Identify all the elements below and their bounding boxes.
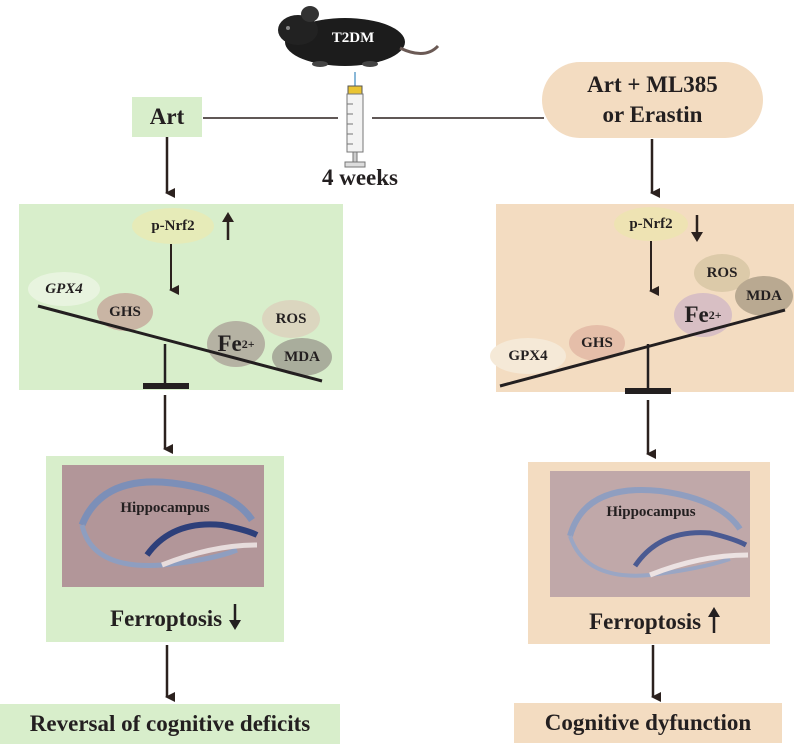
right-nrf2-label: p-Nrf2: [629, 215, 673, 232]
left-outcome-box: Reversal of cognitive deficits: [0, 704, 340, 744]
right-nrf2-oval: p-Nrf2: [614, 207, 688, 241]
right-gpx4-oval: GPX4: [490, 338, 566, 374]
mouse-label: T2DM: [331, 30, 375, 46]
left-ros-oval: ROS: [262, 300, 320, 338]
left-nrf2-oval: p-Nrf2: [132, 208, 214, 244]
left-tissue-label: Hippocampus: [120, 500, 210, 516]
right-hippocampus-image: [550, 471, 750, 597]
left-ros-label: ROS: [275, 310, 307, 327]
left-hippocampus-image: [62, 465, 264, 587]
left-mda-label: MDA: [284, 348, 320, 365]
right-outcome-label: Cognitive dyfunction: [544, 710, 752, 735]
right-ghs-label: GHS: [581, 334, 613, 351]
right-fe-charge: 2+: [708, 307, 722, 322]
left-ferroptosis-label: Ferroptosis: [96, 604, 256, 632]
left-ghs-label: GHS: [109, 303, 141, 320]
right-gpx4-label: GPX4: [508, 347, 548, 364]
left-gpx4-label: GPX4: [45, 280, 83, 297]
right-outcome-box: Cognitive dyfunction: [514, 703, 782, 743]
left-gpx4-oval: GPX4: [28, 272, 100, 306]
duration-label: 4 weeks: [321, 165, 399, 190]
right-ros-label: ROS: [706, 264, 738, 281]
left-nrf2-label: p-Nrf2: [151, 217, 195, 234]
right-ferroptosis-text: Ferroptosis: [589, 609, 702, 634]
mouse-illustration: [270, 0, 440, 72]
right-tissue-label: Hippocampus: [606, 504, 696, 520]
right-treatment-line1: Art + ML385: [587, 72, 718, 97]
left-treatment-box: Art: [132, 97, 202, 137]
right-ghs-oval: GHS: [569, 325, 625, 361]
left-fe-charge: 2+: [241, 336, 255, 351]
right-ferroptosis-label: Ferroptosis: [570, 607, 740, 635]
right-mda-label: MDA: [746, 287, 782, 304]
down-arrow-icon: [228, 604, 241, 630]
up-arrow-icon: [707, 607, 720, 633]
right-treatment-box: Art + ML385 or Erastin: [542, 62, 763, 138]
left-treatment-label: Art: [149, 104, 185, 129]
left-outcome-label: Reversal of cognitive deficits: [29, 711, 311, 736]
left-fe-label: Fe: [217, 331, 242, 356]
syringe-icon: [340, 72, 370, 172]
right-treatment-line2: or Erastin: [602, 102, 703, 127]
right-fe-label: Fe: [684, 302, 709, 327]
left-ferroptosis-text: Ferroptosis: [110, 606, 223, 631]
